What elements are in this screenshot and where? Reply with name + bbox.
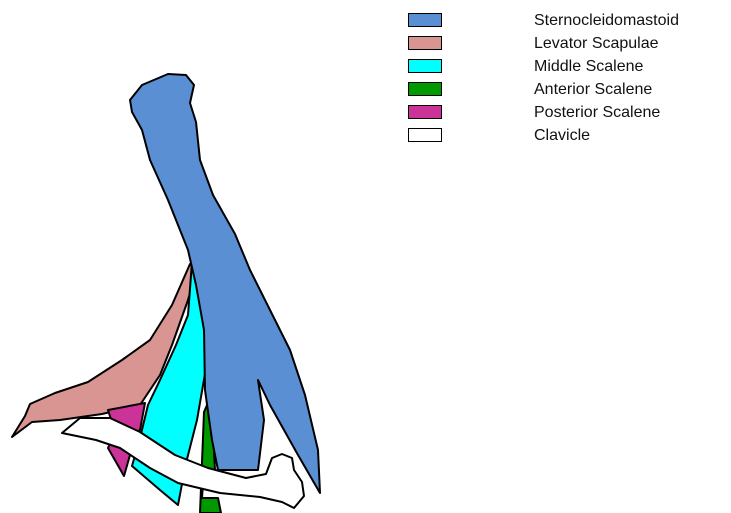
legend-item-middle-scalene: Middle Scalene [408, 57, 728, 79]
legend-swatch-clavicle [408, 128, 442, 142]
legend-item-anterior-scalene: Anterior Scalene [408, 80, 728, 102]
legend-swatch-middle-scalene [408, 59, 442, 73]
legend-label-sternocleidomastoid: Sternocleidomastoid [534, 11, 679, 31]
legend-item-posterior-scalene: Posterior Scalene [408, 103, 728, 125]
legend-label-anterior-scalene: Anterior Scalene [534, 80, 652, 100]
legend-swatch-levator-scapulae [408, 36, 442, 50]
legend-label-middle-scalene: Middle Scalene [534, 57, 643, 77]
legend-label-posterior-scalene: Posterior Scalene [534, 103, 660, 123]
legend-swatch-sternocleidomastoid [408, 13, 442, 27]
legend-item-sternocleidomastoid: Sternocleidomastoid [408, 11, 728, 33]
legend-swatch-posterior-scalene [408, 105, 442, 119]
legend-swatch-anterior-scalene [408, 82, 442, 96]
legend-label-clavicle: Clavicle [534, 126, 590, 146]
legend-label-levator-scapulae: Levator Scapulae [534, 34, 659, 54]
legend-item-clavicle: Clavicle [408, 126, 728, 148]
legend-item-levator-scapulae: Levator Scapulae [408, 34, 728, 56]
